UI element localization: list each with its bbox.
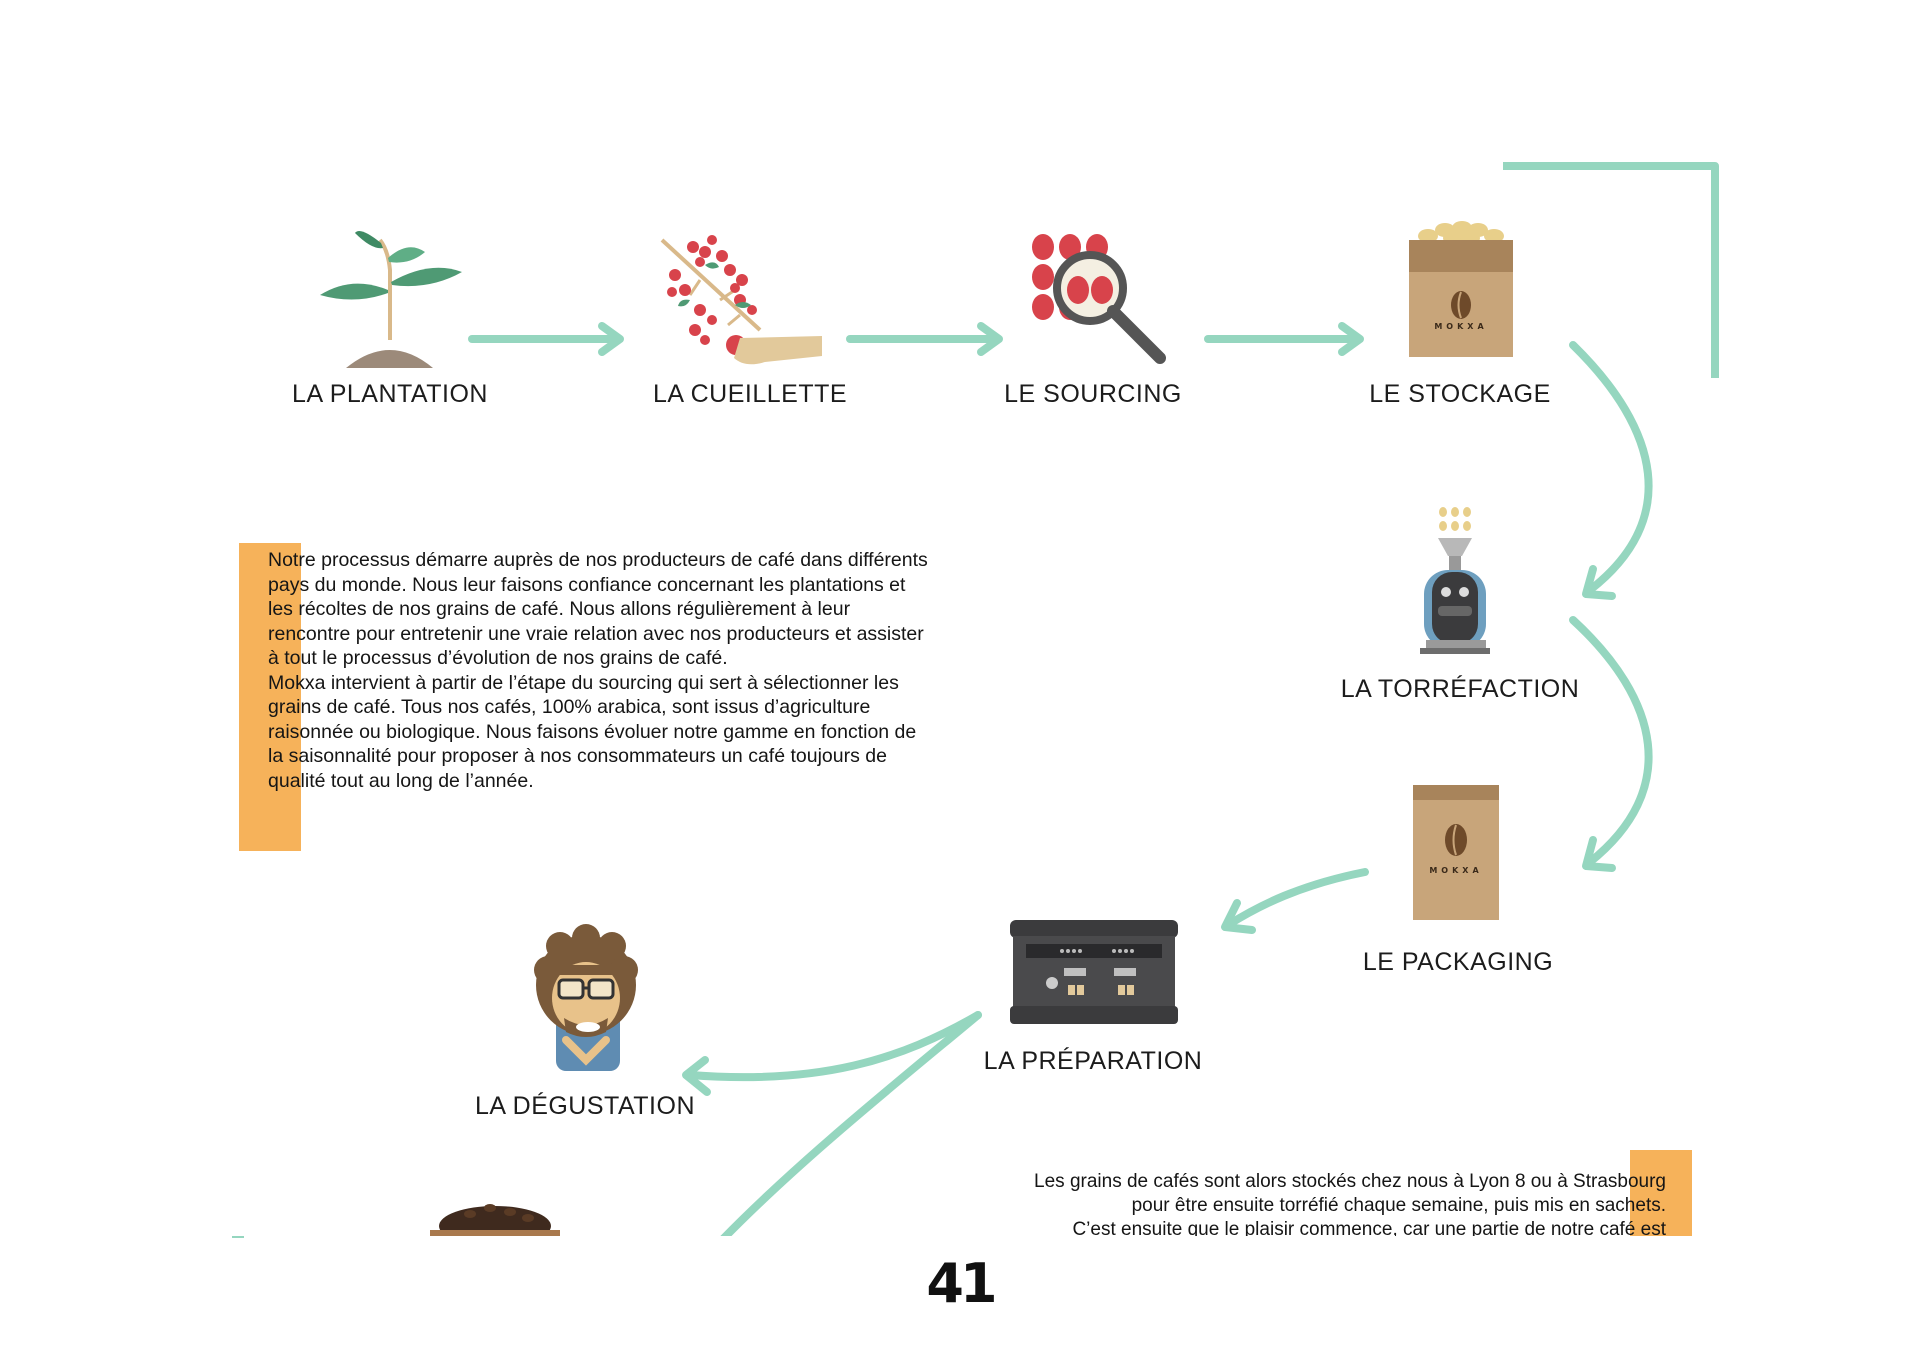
step-label-preparation: LA PRÉPARATION <box>984 1047 1203 1076</box>
espresso-machine-icon <box>1010 920 1178 1024</box>
step-label-torrefaction: LA TORRÉFACTION <box>1341 675 1580 704</box>
bottom-text: Les grains de cafés sont alors stockés c… <box>906 1170 1666 1236</box>
coffee-sack-icon <box>1409 221 1513 357</box>
bag-brand-text: MOKXA <box>1429 866 1482 875</box>
bottom-line-1: Les grains de cafés sont alors stockés c… <box>906 1170 1666 1194</box>
bottom-line-2: pour être ensuite torréfié chaque semain… <box>906 1194 1666 1218</box>
step-label-stockage: LE STOCKAGE <box>1369 380 1551 409</box>
intro-text: Notre processus démarre auprès de nos pr… <box>268 548 928 793</box>
taster-man-icon <box>534 924 638 1071</box>
page-number: 41 <box>926 1252 993 1315</box>
roaster-icon <box>1420 507 1490 654</box>
step-label-packaging: LE PACKAGING <box>1363 948 1553 977</box>
step-label-degustation: LA DÉGUSTATION <box>475 1092 695 1121</box>
bottom-line-3: C’est ensuite que le plaisir commence, c… <box>906 1218 1666 1236</box>
left-edge-mark <box>232 1236 244 1238</box>
step-label-cueillette: LA CUEILLETTE <box>653 380 847 409</box>
coffee-cherries-icon <box>662 235 822 364</box>
step-label-sourcing: LE SOURCING <box>1004 380 1182 409</box>
magnifier-beans-icon <box>1032 234 1160 358</box>
sack-brand-text: MOKXA <box>1434 322 1487 331</box>
plant-icon <box>320 231 462 368</box>
coffee-bag-icon <box>1413 785 1499 920</box>
intro-paragraph-1: Notre processus démarre auprès de nos pr… <box>268 548 928 671</box>
step-label-plantation: LA PLANTATION <box>292 380 488 409</box>
intro-paragraph-2: Mokxa intervient à partir de l’étape du … <box>268 671 928 794</box>
